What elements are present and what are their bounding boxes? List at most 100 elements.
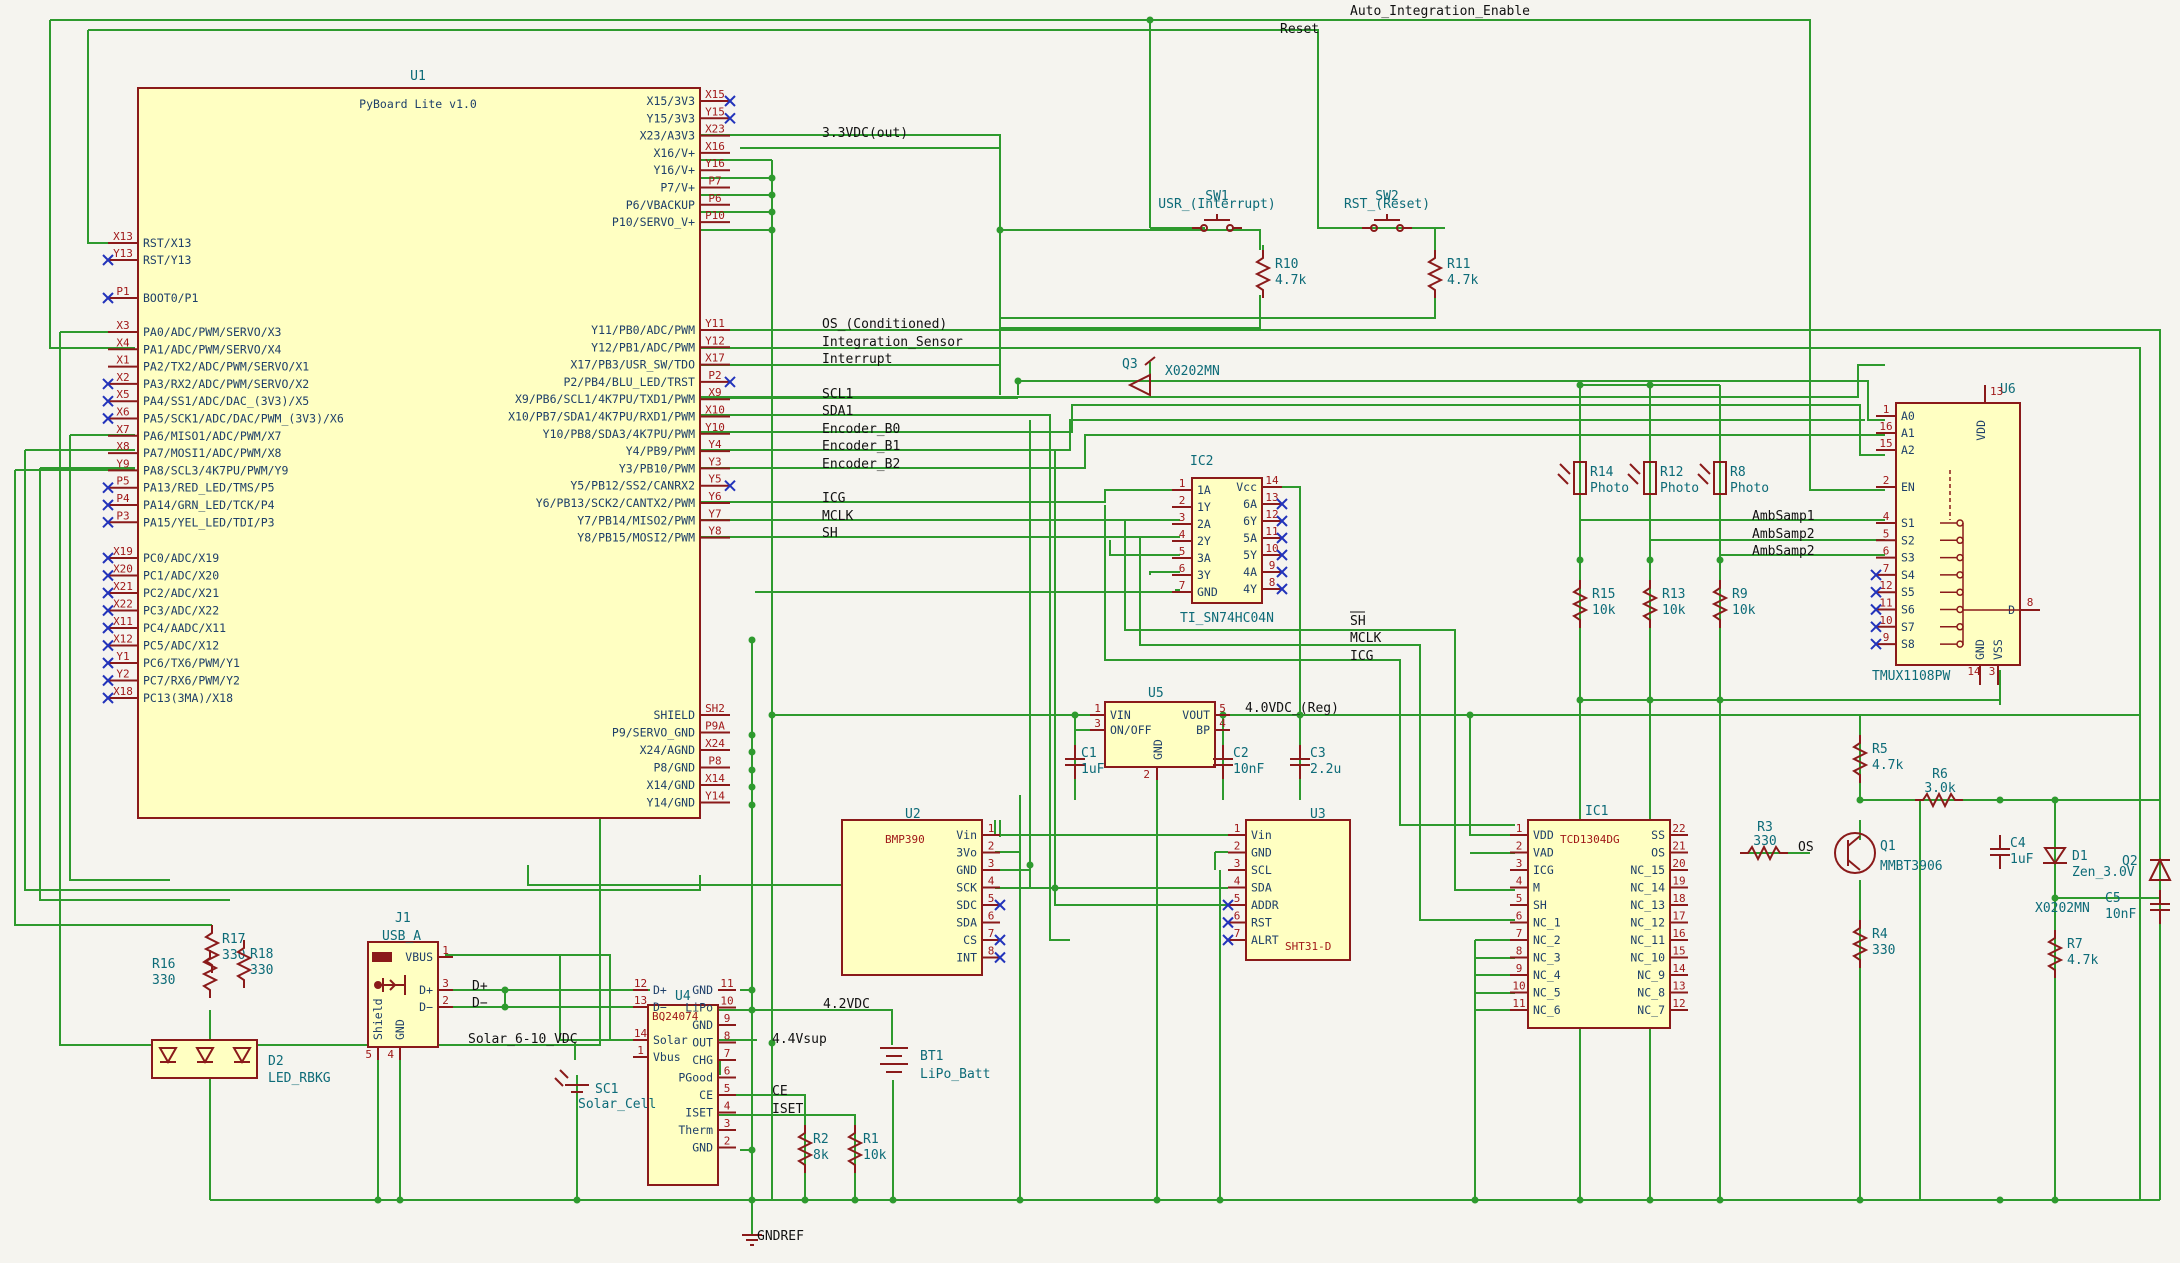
u4-pin-num: 4 [724,1100,731,1113]
r16-ref: R16 [152,957,175,972]
u3-pin-num: 3 [1234,857,1241,870]
u3-pin-name: Vin [1251,828,1272,842]
sw1-value: USR_(Interrupt) [1158,197,1275,212]
sw1-switch [1192,214,1242,229]
u6-pin-num: 2 [1883,474,1890,487]
net-ambsamp1: AmbSamp1 [1752,509,1815,524]
ic1-pin-name: VAD [1533,846,1554,860]
u6-pin-name: S8 [1901,637,1915,651]
u2-pin-num: 3 [988,857,995,870]
net-gndref: GNDREF [757,1229,804,1244]
d1-ref: D1 [2072,849,2088,864]
ic1-pin-num: 14 [1672,962,1686,975]
j1-pin-name: VBUS [405,950,433,964]
u1-pin-num: P3 [116,509,129,522]
ic2-pin-num: 5 [1179,545,1186,558]
u1-pin-name: RST/X13 [143,236,192,250]
u3-pin-num: 1 [1234,822,1241,835]
u3-pin-name: GND [1251,846,1272,860]
ic1-pin-num: 5 [1516,892,1523,905]
r9-resistor [1711,580,1729,628]
ic1-pin-name: NC_14 [1630,881,1665,895]
u1-pin-num: X12 [113,633,133,646]
u4-pin-name: CHG [692,1053,713,1067]
no-connect-icon [1276,583,1288,595]
net-iset: ISET [772,1102,803,1117]
ic2-pin-num: 2 [1179,494,1186,507]
u1-pin-name: X10/PB7/SDA1/4K7PU/RXD1/PWM [508,410,695,424]
no-connect-icon [994,951,1006,964]
u1-pin-name: PA14/GRN_LED/TCK/P4 [143,498,275,512]
ic2-pin-name: 5A [1243,531,1257,545]
u5-pin-num: 3 [1094,717,1101,730]
ic1-pin-num: 7 [1516,927,1523,940]
j1-pin-num: 3 [442,977,449,990]
ic1-ref: IC1 [1585,804,1608,819]
no-connect-icon [102,639,114,652]
u1-pin-name: Y5/PB12/SS2/CANRX2 [570,479,695,493]
u3-pin-name: SDA [1251,881,1272,895]
u5-pin-num: 1 [1094,702,1101,715]
u1-pin-num: P4 [116,492,130,505]
u1-pin-num: X14 [705,772,725,785]
j1-value: USB_A [382,929,421,944]
no-connect-icon [1276,566,1288,578]
u4-pin-name: Vbus [653,1050,681,1064]
ic1-pin-num: 12 [1672,997,1685,1010]
led-icon [158,1047,178,1065]
u6-pin-name: S4 [1901,568,1915,582]
u1-pin-num: X1 [116,354,129,367]
net-icg-2: ICG [1350,649,1374,664]
ic1-pin-name: NC_1 [1533,916,1561,930]
no-connect-icon [102,604,114,617]
u1-ref: U1 [410,69,426,84]
u1-pin-num: X4 [116,336,130,349]
no-connect-icon [1276,532,1288,544]
u6-pin-name: A2 [1901,443,1915,457]
net-labels: Auto_Integration_Enable Reset 3.3VDC(out… [468,4,1815,1244]
ic1-pin-num: 15 [1672,945,1685,958]
u1-pin-name: Y3/PB10/PWM [619,461,695,475]
ic1-pin-num: 6 [1516,910,1523,923]
u1-pin-name: X17/PB3/USR_SW/TDO [570,358,695,372]
r6-resistor [1915,791,1963,809]
net-mclk-2: MCLK [1350,631,1381,646]
net-reset: Reset [1280,22,1319,37]
u6-pin-name: VDD [1974,420,1988,441]
u1-pin-num: X6 [116,406,129,419]
r11-ref: R11 [1447,257,1470,272]
r14-photoresistor [1573,461,1587,495]
u6-pin-name: S5 [1901,585,1915,599]
net-sh-overbar: SH [1350,614,1366,629]
u6-pin-name: S7 [1901,620,1915,634]
c5-ref: C5 [2105,891,2121,906]
net-scl1: SCL1 [822,387,853,402]
u6-pin-name: S3 [1901,551,1915,565]
c2-value: 10nF [1233,762,1264,777]
net-dplus: D+ [472,979,488,994]
r3-ref: R3 [1757,820,1773,835]
no-connect-icon [1870,569,1882,581]
no-connect-icon [994,899,1006,911]
no-connect-icon [102,674,114,687]
j1-pin-num: 5 [365,1048,372,1061]
u1-pin-name: Y11/PB0/ADC/PWM [591,323,695,337]
r11-value: 4.7k [1447,273,1478,288]
ic2-pin-num: 4 [1179,528,1186,541]
sw2-value: RST_(Reset) [1344,197,1430,212]
ic1-pin-num: 21 [1672,840,1685,853]
u1-pin-name: P10/SERVO_V+ [612,215,695,229]
u1-pin-name: PC0/ADC/X19 [143,551,219,565]
u1-pin-name: PC1/ADC/X20 [143,569,219,583]
u1-pin-num: Y4 [708,438,722,451]
u1-pin-num: Y1 [116,650,129,663]
u2-pin-num: 2 [988,840,995,853]
r15-resistor [1571,580,1589,628]
u1-pin-num: X19 [113,545,133,558]
r7-resistor [2046,930,2064,978]
ic2-value: TI_SN74HC04N [1180,611,1274,626]
net-ce: CE [772,1084,788,1099]
r13-resistor [1641,580,1659,628]
